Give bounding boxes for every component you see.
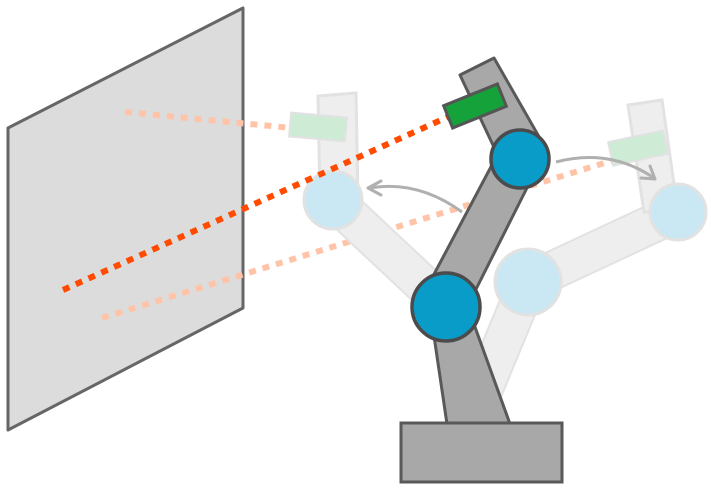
motion-arrow-right	[555, 156, 655, 180]
ghost-joint-right-elbow	[493, 247, 563, 317]
joint-elbow	[410, 271, 482, 343]
robot-base	[399, 421, 564, 484]
ghost-pose-right	[460, 98, 708, 418]
ghost-pose-left	[287, 91, 465, 325]
camera	[441, 82, 509, 130]
calibration-panel	[6, 6, 245, 432]
motion-arrows	[366, 156, 657, 214]
ghost-camera-left	[287, 111, 349, 143]
ghost-joint-right-wrist	[648, 182, 708, 242]
active-ray	[61, 113, 452, 293]
motion-arrow-left	[369, 184, 463, 214]
ghost-camera-right	[606, 129, 670, 167]
joint-wrist	[489, 128, 551, 190]
